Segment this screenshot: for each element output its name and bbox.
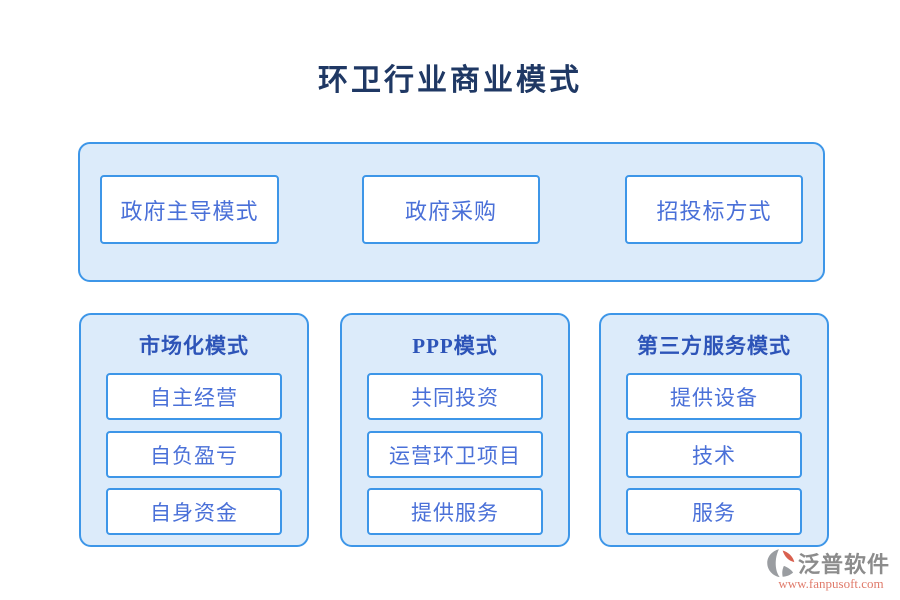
panel-title: PPP模式 xyxy=(412,334,498,358)
panel-title: 第三方服务模式 xyxy=(637,334,791,358)
fanpu-logo-watermark: 泛普软件 www.fanpusoft.com xyxy=(766,547,896,592)
panel-title: 市场化模式 xyxy=(139,334,249,358)
government-led-group: 政府主导模式 政府采购 招投标方式 xyxy=(78,142,825,282)
node-self-operation: 自主经营 xyxy=(106,373,282,420)
node-technology: 技术 xyxy=(626,431,802,478)
node-service: 服务 xyxy=(626,488,802,535)
node-government-procurement: 政府采购 xyxy=(362,175,540,244)
node-government-led-model: 政府主导模式 xyxy=(100,175,279,244)
node-bidding-method: 招投标方式 xyxy=(625,175,803,244)
node-provide-services: 提供服务 xyxy=(367,488,543,535)
fanpu-logo-url: www.fanpusoft.com xyxy=(778,576,884,591)
node-self-profit-loss: 自负盈亏 xyxy=(106,431,282,478)
node-operate-sanitation-projects: 运营环卫项目 xyxy=(367,431,543,478)
node-joint-investment: 共同投资 xyxy=(367,373,543,420)
node-own-funds: 自身资金 xyxy=(106,488,282,535)
panel-third-party-service-model: 第三方服务模式 提供设备 技术 服务 xyxy=(599,313,829,547)
panel-marketization-model: 市场化模式 自主经营 自负盈亏 自身资金 xyxy=(79,313,309,547)
fanpu-swirl-icon xyxy=(767,549,795,578)
diagram-title: 环卫行业商业模式 xyxy=(318,64,582,97)
fanpu-logo-text: 泛普软件 xyxy=(798,552,891,577)
node-provide-equipment: 提供设备 xyxy=(626,373,802,420)
panel-ppp-model: PPP模式 共同投资 运营环卫项目 提供服务 xyxy=(340,313,570,547)
